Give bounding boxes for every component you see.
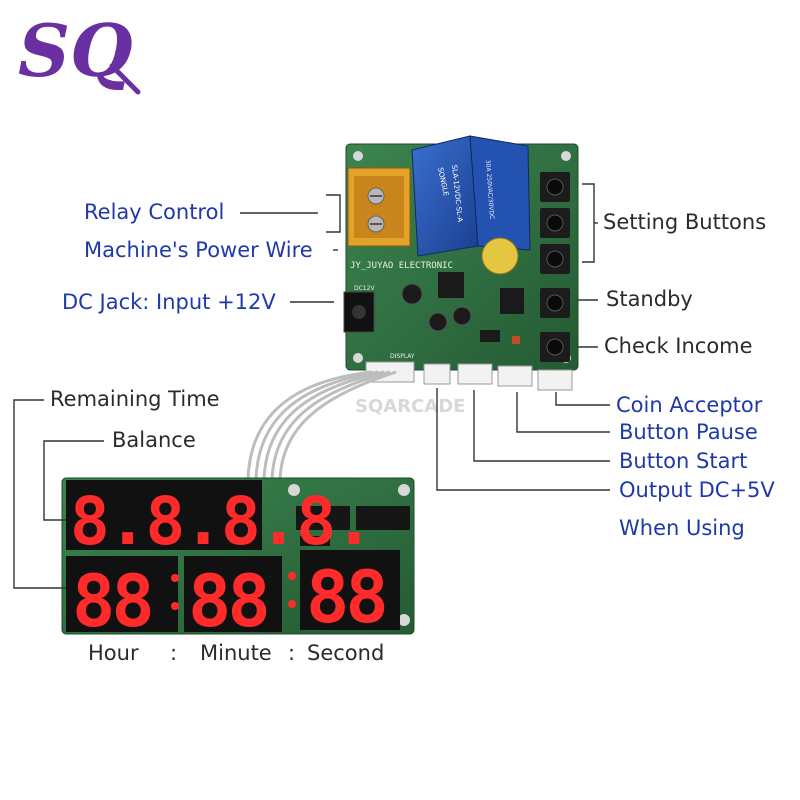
relay: SONGLE SLA-12VDC-SL-A 30A 250VAC/30VDC (411, 135, 531, 257)
setting-button-3 (540, 244, 570, 274)
button-start-label: Button Start (619, 449, 748, 473)
check-income-button (540, 332, 570, 362)
dc-silkscreen-text: DC12V (354, 285, 375, 292)
start-connector (457, 363, 493, 385)
setting-button-2 (540, 208, 570, 238)
dc-jack-label: DC Jack: Input +12V (62, 290, 276, 314)
power-terminal-block (347, 167, 411, 247)
button-pause-label: Button Pause (619, 420, 758, 444)
hour-display: 88 (72, 559, 151, 643)
relay-control-label: Relay Control (84, 200, 225, 224)
standby-button (540, 288, 570, 318)
control-board: SONGLE SLA-12VDC-SL-A 30A 250VAC/30VDC J… (343, 135, 579, 391)
remaining-time-label: Remaining Time (50, 387, 220, 411)
coin-connector (537, 369, 573, 391)
colon-label-1: : (170, 641, 178, 665)
colon-label-2: : (288, 641, 296, 665)
check-income-label: Check Income (604, 334, 753, 358)
ribbon-cable (246, 370, 397, 481)
relay-rating-text: 30A 250VAC/30VDC (484, 160, 495, 220)
setting-button-1 (540, 172, 570, 202)
second-label: Second (307, 641, 385, 665)
logo-text: SQ (18, 8, 133, 93)
sq-logo: SQ (18, 8, 141, 95)
minute-label: Minute (200, 641, 272, 665)
callout-lines (13, 183, 610, 589)
output-connector (423, 363, 451, 385)
setting-buttons-label: Setting Buttons (603, 210, 767, 234)
remaining-time-display: 8.8.8.8. (70, 483, 372, 560)
standby-label: Standby (606, 287, 693, 311)
minute-display: 88 (188, 559, 267, 643)
output-dc-label: Output DC+5V (619, 478, 775, 502)
display-silkscreen-text: DISPLAY (390, 353, 415, 360)
second-display: 88 (306, 555, 385, 639)
power-wire-label: Machine's Power Wire (84, 238, 313, 262)
display-board (61, 477, 415, 635)
balance-label: Balance (112, 428, 196, 452)
when-using-label: When Using (619, 516, 745, 540)
pause-connector (497, 365, 533, 387)
board-silkscreen-text: JY_JUYAO ELECTRONIC (350, 261, 453, 271)
watermark-text: SQARCADE (355, 396, 465, 417)
hour-label: Hour (88, 641, 139, 665)
buzzer (481, 237, 519, 275)
coin-acceptor-label: Coin Acceptor (616, 393, 763, 417)
